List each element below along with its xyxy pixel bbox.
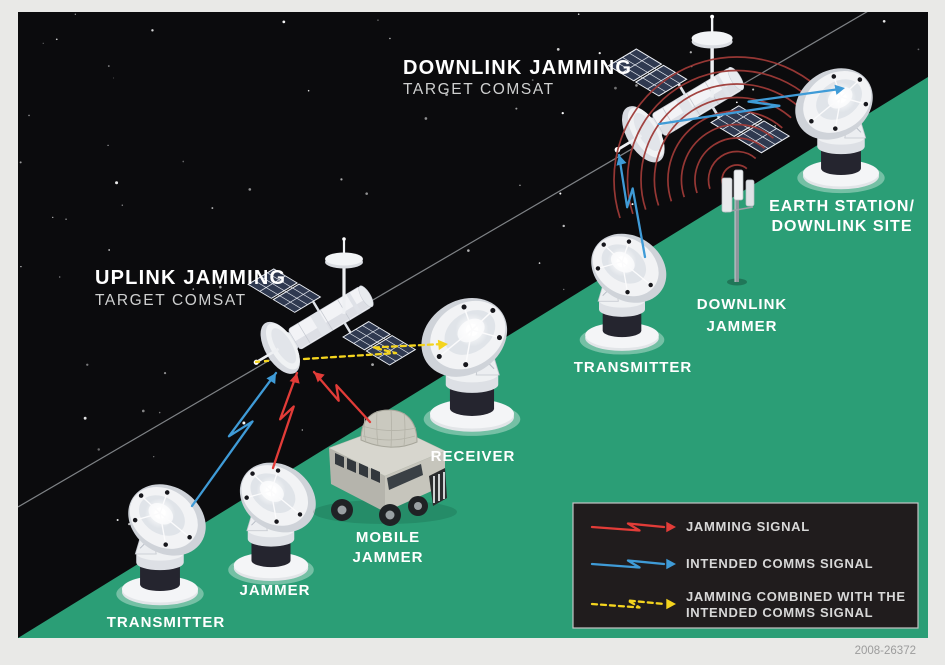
uplink-subtitle: TARGET COMSAT — [95, 292, 247, 309]
legend-intended-arrow-head — [666, 558, 676, 570]
combined-signal-to-receiver — [302, 342, 445, 361]
truck-dome-antenna — [360, 409, 418, 448]
figure-number: 2008-26372 — [855, 645, 916, 657]
jamming-signal-mobile — [312, 370, 372, 424]
label-mobile-jammer-1: MOBILE — [356, 529, 420, 546]
jamming-signal-jammer — [271, 371, 299, 470]
signal-arrows — [190, 84, 845, 508]
legend-intended-arrow — [590, 559, 666, 569]
combined-signal-head — [437, 339, 448, 351]
legend: JAMMING SIGNAL INTENDED COMMS SIGNAL JAM… — [572, 502, 919, 629]
legend-combined-arrow-head — [666, 598, 676, 610]
downlink-title: DOWNLINK JAMMING — [403, 57, 632, 79]
label-jammer: JAMMER — [239, 582, 310, 599]
legend-combined-label-2: INTENDED COMMS SIGNAL — [686, 605, 873, 620]
legend-jamming-arrow-head — [666, 521, 676, 533]
legend-combined-arrow — [590, 599, 666, 609]
label-transmitter-left: TRANSMITTER — [107, 614, 226, 631]
intended-signal-to-earth-station-head — [834, 84, 845, 95]
downlink-jammer-tower — [721, 169, 755, 286]
intended-signal-uplink-head — [266, 373, 276, 384]
intended-signal-downlink-up — [617, 153, 647, 259]
intended-signal-to-earth-station — [657, 87, 842, 126]
label-earth-station-2: DOWNLINK SITE — [772, 218, 913, 235]
legend-combined-label-1: JAMMING COMBINED WITH THE — [686, 589, 906, 604]
jamming-signal-jammer-head — [289, 373, 300, 384]
label-receiver: RECEIVER — [431, 448, 516, 465]
jamming-signal-mobile-head — [314, 372, 325, 383]
label-downlink-jammer-2: JAMMER — [706, 318, 777, 335]
legend-intended-label: INTENDED COMMS SIGNAL — [686, 556, 873, 571]
intended-signal-uplink — [190, 371, 278, 508]
label-downlink-jammer-1: DOWNLINK — [697, 296, 788, 313]
legend-jamming-label: JAMMING SIGNAL — [686, 519, 810, 534]
label-mobile-jammer-2: JAMMER — [352, 549, 423, 566]
mobile-jammer-truck — [313, 409, 457, 526]
combined-signal-stub — [254, 359, 273, 364]
intended-signal-downlink-up-head — [616, 155, 627, 166]
jamming-arcs — [613, 56, 819, 219]
downlink-subtitle: TARGET COMSAT — [403, 81, 555, 98]
label-transmitter-right: TRANSMITTER — [574, 359, 693, 376]
uplink-title: UPLINK JAMMING — [95, 267, 286, 289]
legend-jamming-arrow — [590, 522, 666, 532]
label-earth-station-1: EARTH STATION/ — [769, 198, 915, 215]
